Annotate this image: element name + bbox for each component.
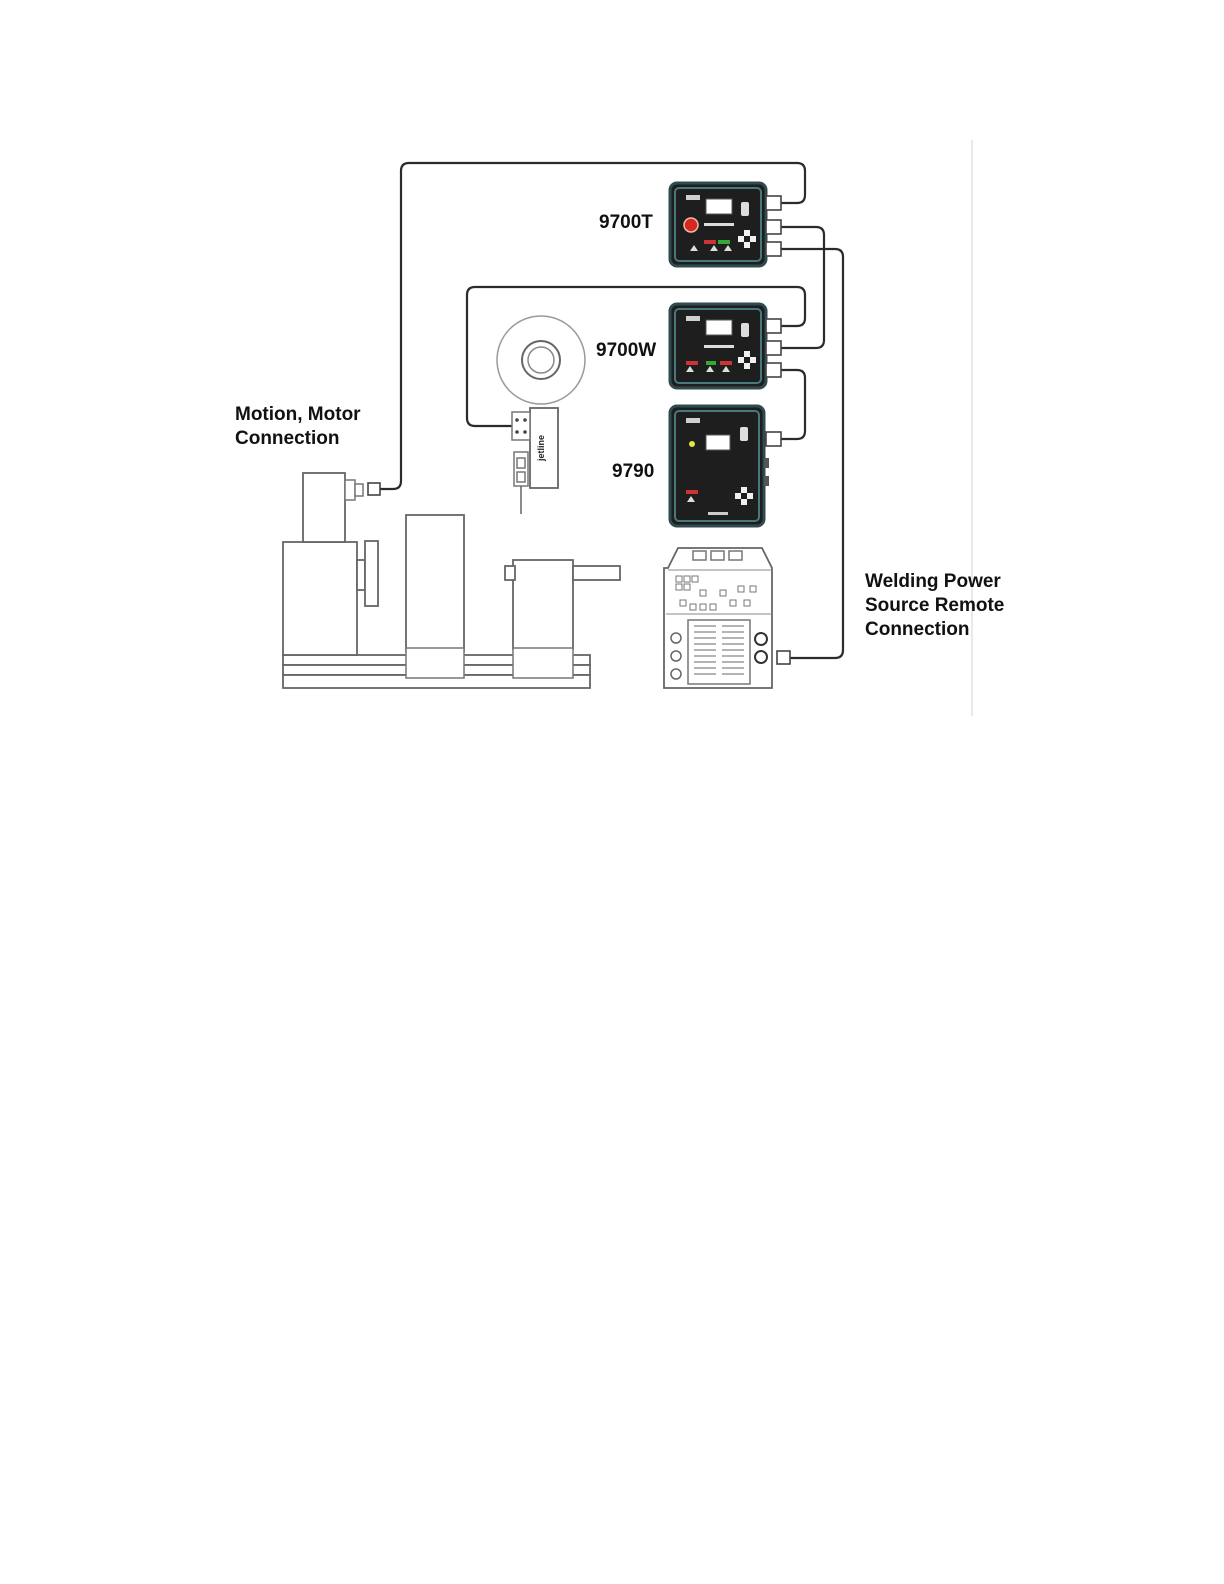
welding-power-source-label: Welding Power Source Remote Connection: [865, 570, 1004, 642]
motion-label-line1: Motion, Motor: [235, 403, 361, 427]
9790-port-1: [766, 432, 781, 446]
9700w-port-1: [766, 319, 781, 333]
welding-label-line3: Connection: [865, 618, 1004, 642]
motion-motor-connection-label: Motion, Motor Connection: [235, 403, 361, 451]
svg-text:jetline: jetline: [536, 435, 546, 462]
controller-9790: [670, 406, 781, 526]
motion-label-line2: Connection: [235, 427, 361, 451]
estop-button: [684, 218, 698, 232]
weld-head-assembly: jetline: [497, 316, 585, 514]
center-column: [406, 515, 464, 651]
9700w-port-2: [766, 341, 781, 355]
controller-9700w: [670, 304, 781, 388]
wire-9700w-to-9790: [781, 370, 805, 439]
controller-9700t: [670, 183, 781, 266]
tailstock: [513, 560, 573, 649]
controller-9790-label: 9790: [612, 460, 654, 484]
torch-connector: [512, 412, 530, 440]
wire-9700t-to-power-source: [781, 249, 843, 658]
welding-label-line1: Welding Power: [865, 570, 1004, 594]
welding-power-source: [664, 548, 790, 688]
positioner-machine: [283, 473, 620, 688]
faceplate: [365, 541, 378, 606]
9700t-port-2: [766, 220, 781, 234]
motor: [303, 473, 345, 542]
9700w-port-3: [766, 363, 781, 377]
motor-connector: [368, 483, 380, 495]
controller-9700t-label: 9700T: [599, 211, 653, 235]
power-source-remote-port: [777, 651, 790, 664]
controller-9700w-label: 9700W: [596, 339, 656, 363]
9700t-port-3: [766, 242, 781, 256]
welding-label-line2: Source Remote: [865, 594, 1004, 618]
9700t-port-1: [766, 196, 781, 210]
headstock: [283, 542, 357, 655]
